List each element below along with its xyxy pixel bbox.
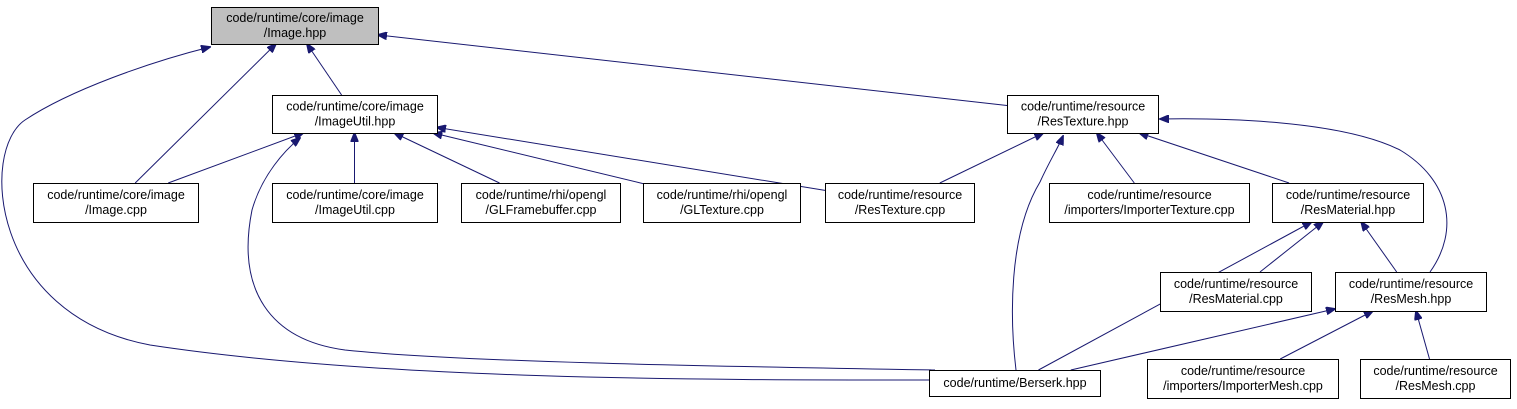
node-box[interactable] bbox=[211, 7, 379, 45]
node-box[interactable] bbox=[1007, 95, 1159, 134]
node-importermesh_cpp[interactable]: code/runtime/resource/importers/Importer… bbox=[1147, 359, 1339, 399]
edge-restexture_cpp-to-imageutil_hpp bbox=[437, 127, 826, 191]
node-label-line: /Image.cpp bbox=[85, 203, 147, 217]
edge-restexture_hpp-to-image_hpp bbox=[378, 35, 1008, 106]
node-label-line: code/runtime/resource bbox=[1087, 188, 1211, 202]
edge-importermesh_cpp-to-resmesh_hpp bbox=[1279, 311, 1373, 360]
node-box[interactable] bbox=[272, 95, 438, 134]
node-label-line: code/runtime/rhi/opengl bbox=[657, 188, 788, 202]
node-importertexture_cpp[interactable]: code/runtime/resource/importers/Importer… bbox=[1049, 183, 1250, 223]
node-label-line: /GLFramebuffer.cpp bbox=[486, 203, 597, 217]
edge-gltexture_cpp-to-imageutil_hpp bbox=[433, 133, 644, 185]
node-berserk_hpp[interactable]: code/runtime/Berserk.hpp bbox=[929, 370, 1101, 397]
node-gltexture_cpp[interactable]: code/runtime/rhi/opengl/GLTexture.cpp bbox=[643, 183, 801, 223]
edge-resmesh_hpp-to-restexture_hpp bbox=[1160, 119, 1448, 273]
node-resmesh_hpp[interactable]: code/runtime/resource/ResMesh.hpp bbox=[1335, 272, 1487, 312]
node-box[interactable] bbox=[1049, 183, 1250, 223]
node-label-line: /ResMesh.cpp bbox=[1396, 379, 1476, 393]
node-label-line: code/runtime/resource bbox=[1174, 277, 1298, 291]
edge-berserk_hpp-to-imageutil_hpp bbox=[247, 138, 936, 371]
node-label-line: code/runtime/resource bbox=[1021, 100, 1145, 114]
edge-berserk_hpp-to-restexture_hpp bbox=[1011, 136, 1063, 371]
node-label-line: code/runtime/resource bbox=[1286, 188, 1410, 202]
edge-imageutil_hpp-to-image_hpp bbox=[307, 44, 343, 96]
node-imageutil_cpp[interactable]: code/runtime/core/image/ImageUtil.cpp bbox=[272, 183, 438, 223]
node-box[interactable] bbox=[1272, 183, 1424, 223]
node-box[interactable] bbox=[825, 183, 975, 223]
node-label-line: /ResMesh.hpp bbox=[1371, 292, 1452, 306]
node-imageutil_hpp[interactable]: code/runtime/core/image/ImageUtil.hpp bbox=[272, 95, 438, 134]
node-box[interactable] bbox=[1335, 272, 1487, 312]
node-box[interactable] bbox=[929, 370, 1101, 397]
node-label-line: /ResMaterial.hpp bbox=[1301, 203, 1396, 217]
node-restexture_cpp[interactable]: code/runtime/resource/ResTexture.cpp bbox=[825, 183, 975, 223]
node-label-line: /importers/ImporterMesh.cpp bbox=[1163, 379, 1323, 393]
node-label-line: code/runtime/core/image bbox=[286, 100, 424, 114]
node-label-line: /importers/ImporterTexture.cpp bbox=[1064, 203, 1234, 217]
node-label-line: code/runtime/core/image bbox=[226, 11, 364, 25]
node-label-line: code/runtime/resource bbox=[1373, 364, 1497, 378]
node-label-line: code/runtime/resource bbox=[1181, 364, 1305, 378]
nodes-layer: code/runtime/core/image/Image.hppcode/ru… bbox=[33, 7, 1511, 399]
edge-glframebuffer_cpp-to-imageutil_hpp bbox=[394, 133, 500, 184]
node-resmesh_cpp[interactable]: code/runtime/resource/ResMesh.cpp bbox=[1360, 359, 1511, 399]
node-image_cpp[interactable]: code/runtime/core/image/Image.cpp bbox=[33, 183, 199, 223]
edge-resmaterial_hpp-to-restexture_hpp bbox=[1139, 133, 1290, 184]
node-restexture_hpp[interactable]: code/runtime/resource/ResTexture.hpp bbox=[1007, 95, 1159, 134]
node-box[interactable] bbox=[643, 183, 801, 223]
node-image_hpp[interactable]: code/runtime/core/image/Image.hpp bbox=[211, 7, 379, 45]
node-label-line: code/runtime/resource bbox=[1349, 277, 1473, 291]
edge-berserk_hpp-to-resmesh_hpp bbox=[1070, 309, 1335, 371]
edge-restexture_cpp-to-restexture_hpp bbox=[939, 133, 1043, 184]
edges-layer bbox=[1, 35, 1448, 381]
node-label-line: code/runtime/rhi/opengl bbox=[476, 188, 607, 202]
node-label-line: /ResTexture.cpp bbox=[855, 203, 945, 217]
node-label-line: /Image.hpp bbox=[264, 26, 327, 40]
edge-berserk_hpp-to-image_hpp bbox=[1, 47, 930, 381]
edge-image_cpp-to-image_hpp bbox=[134, 44, 276, 184]
edge-resmesh_cpp-to-resmesh_hpp bbox=[1416, 311, 1430, 360]
node-label-line: /ResTexture.hpp bbox=[1037, 115, 1128, 129]
node-label-line: code/runtime/core/image bbox=[286, 188, 424, 202]
edge-image_cpp-to-imageutil_hpp bbox=[168, 133, 303, 184]
node-glframebuffer_cpp[interactable]: code/runtime/rhi/opengl/GLFramebuffer.cp… bbox=[461, 183, 621, 223]
node-label-line: code/runtime/resource bbox=[838, 188, 962, 202]
edge-resmesh_hpp-to-resmaterial_hpp bbox=[1361, 222, 1398, 273]
node-resmaterial_hpp[interactable]: code/runtime/resource/ResMaterial.hpp bbox=[1272, 183, 1424, 223]
node-resmaterial_cpp[interactable]: code/runtime/resource/ResMaterial.cpp bbox=[1160, 272, 1312, 312]
edge-resmaterial_cpp-to-resmaterial_hpp bbox=[1259, 222, 1323, 273]
node-box[interactable] bbox=[1160, 272, 1312, 312]
node-label-line: /GLTexture.cpp bbox=[680, 203, 764, 217]
node-label-line: /ImageUtil.hpp bbox=[315, 115, 396, 129]
node-label-line: /ImageUtil.cpp bbox=[315, 203, 395, 217]
node-box[interactable] bbox=[272, 183, 438, 223]
node-box[interactable] bbox=[33, 183, 199, 223]
node-label-line: code/runtime/Berserk.hpp bbox=[943, 376, 1086, 390]
node-label-line: code/runtime/core/image bbox=[47, 188, 185, 202]
node-label-line: /ResMaterial.cpp bbox=[1189, 292, 1283, 306]
node-box[interactable] bbox=[1360, 359, 1511, 399]
edge-importertexture_cpp-to-restexture_hpp bbox=[1097, 133, 1135, 184]
node-box[interactable] bbox=[461, 183, 621, 223]
node-box[interactable] bbox=[1147, 359, 1339, 399]
